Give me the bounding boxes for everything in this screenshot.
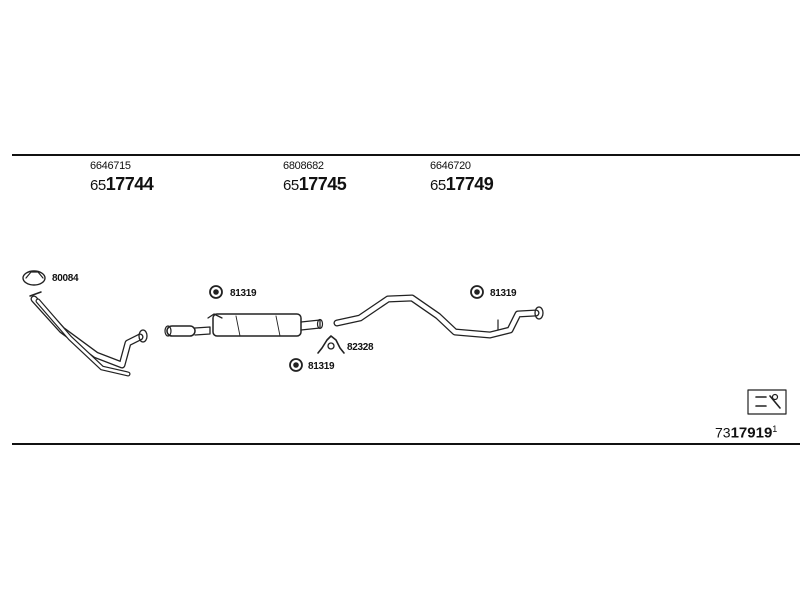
part-group-rear-pipe: 6646720 6517749 <box>430 160 494 195</box>
drawing-number: 73179191 <box>715 424 777 442</box>
reference-suffix: 17749 <box>445 174 494 194</box>
reference-prefix: 65 <box>90 177 106 194</box>
middle-silencer-icon <box>164 313 324 337</box>
label-rubber-mount: 81319 <box>490 288 517 299</box>
rear-pipe-icon <box>333 294 544 339</box>
top-rule <box>12 154 800 156</box>
clamp-icon <box>317 335 345 354</box>
reference-number: 6517749 <box>430 174 494 195</box>
label-gasket: 80084 <box>52 273 79 284</box>
reference-suffix: 17745 <box>298 174 347 194</box>
part-group-front-pipe: 6646715 6517744 <box>90 160 154 195</box>
reference-prefix: 65 <box>430 177 446 194</box>
diagram-symbol-icon <box>747 389 787 415</box>
rubber-mount-icon <box>209 285 223 299</box>
rubber-mount-icon <box>289 358 303 372</box>
drawing-number-main: 17919 <box>730 424 773 442</box>
rubber-mount-icon <box>470 285 484 299</box>
label-rubber-mount: 81319 <box>308 361 335 372</box>
label-clamp: 82328 <box>347 342 374 353</box>
reference-suffix: 17744 <box>105 174 154 194</box>
oe-number: 6808682 <box>283 160 324 172</box>
label-rubber-mount: 81319 <box>230 288 257 299</box>
drawing-number-prefix: 73 <box>715 424 731 441</box>
front-pipe-icon <box>29 291 148 377</box>
oe-number: 6646720 <box>430 160 471 172</box>
drawing-number-suffix: 1 <box>772 424 778 434</box>
part-group-middle-silencer: 6808682 6517745 <box>283 160 347 195</box>
reference-number: 6517744 <box>90 174 154 195</box>
reference-number: 6517745 <box>283 174 347 195</box>
bottom-rule <box>12 443 800 445</box>
reference-prefix: 65 <box>283 177 299 194</box>
oe-number: 6646715 <box>90 160 131 172</box>
gasket-icon <box>22 270 46 286</box>
